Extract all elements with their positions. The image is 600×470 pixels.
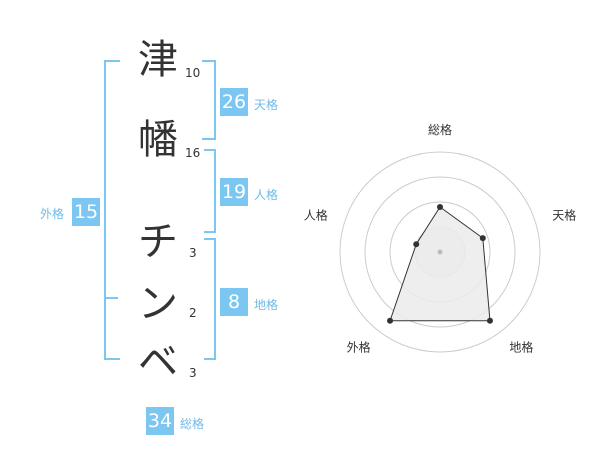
tenkaku-bracket <box>202 60 216 140</box>
radar-axis-label-2: 天格 <box>552 208 576 223</box>
radar-ring <box>339 151 541 353</box>
name-char-4: ン <box>138 281 178 327</box>
tenkaku-badge: 26 <box>220 88 248 116</box>
radar-point-5 <box>413 241 420 248</box>
radar-axis-label-3: 地格 <box>509 339 533 354</box>
name-char-1: 津 <box>138 37 178 83</box>
radar-axis-label-5: 人格 <box>304 208 328 223</box>
radar-axis-label-4: 外格 <box>347 339 371 354</box>
name-char-2: 幡 <box>138 117 178 163</box>
stroke-count-5: 3 <box>189 366 197 380</box>
radar-point-1 <box>437 204 443 210</box>
radar-area <box>389 206 491 322</box>
stroke-count-3: 3 <box>189 246 197 260</box>
gaikaku-bracket <box>104 60 120 360</box>
stroke-count-2: 16 <box>185 146 201 160</box>
stroke-count-1: 10 <box>185 66 201 80</box>
chikaku-label: 地格 <box>254 298 279 312</box>
gaikaku-bracket-tick <box>104 297 118 299</box>
soukaku-badge: 34 <box>146 407 174 435</box>
name-char-5: ベ <box>138 339 178 385</box>
radar-point-4 <box>387 317 394 324</box>
radar-ring <box>364 176 516 328</box>
chikaku-badge: 8 <box>220 288 248 316</box>
stroke-count-4: 2 <box>189 306 197 320</box>
soukaku-label: 総格 <box>180 417 205 431</box>
name-char-3: チ <box>138 219 178 265</box>
radar-point-3 <box>486 317 493 324</box>
gaikaku-label: 外格 <box>40 207 65 221</box>
gaikaku-badge: 15 <box>72 198 100 226</box>
jinkaku-label: 人格 <box>254 188 279 202</box>
jinkaku-badge: 19 <box>220 178 248 206</box>
radar-point-2 <box>479 235 486 242</box>
radar-center-point <box>437 249 443 255</box>
chikaku-bracket <box>204 238 216 360</box>
tenkaku-label: 天格 <box>254 98 279 112</box>
radar-axis-label-1: 総格 <box>428 122 452 137</box>
jinkaku-bracket <box>204 149 216 233</box>
